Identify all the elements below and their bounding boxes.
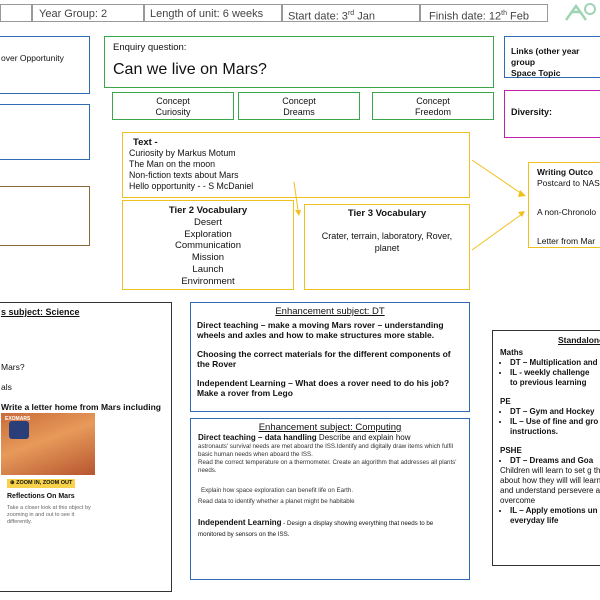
computing-subject-box: Enhancement subject: Computing Direct te… — [190, 418, 470, 580]
start-date: Start date: 3rd Jan — [282, 4, 420, 23]
standalone-title: Standalone — [558, 335, 600, 345]
exomars-badge-icon — [9, 421, 29, 439]
reflections-on-mars-card[interactable]: EXOMARS ⊕ ZOOM IN, ZOOM OUT Reflections … — [1, 413, 95, 545]
science-title: s subject: Science — [1, 307, 80, 317]
text-box: Text - Curiosity by Markus Motum The Man… — [122, 132, 470, 198]
dt-subject-box: Enhancement subject: DT Direct teaching … — [190, 302, 470, 412]
tier2-vocabulary-box: Tier 2 Vocabulary Desert Exploration Com… — [122, 200, 294, 290]
enquiry-label: Enquiry question: — [113, 42, 187, 53]
header-cell-blank — [0, 4, 32, 22]
left-box-3 — [0, 186, 90, 246]
left-box-2 — [0, 104, 90, 160]
exomars-badge-label: EXOMARS — [5, 416, 31, 422]
card-title: Reflections On Mars — [7, 493, 75, 500]
unit-length: Length of unit: 6 weeks — [144, 4, 282, 22]
writing-outcomes-box: Writing Outco Postcard to NAS A non-Chro… — [528, 162, 600, 248]
text-title: Text - — [133, 137, 158, 148]
mars-image: EXOMARS — [1, 413, 95, 475]
science-subject-box: s subject: Science Mars? als Write a let… — [0, 302, 172, 592]
zoom-badge: ⊕ ZOOM IN, ZOOM OUT — [7, 479, 76, 488]
rover-opportunity-box: over Opportunity — [0, 36, 90, 94]
standalone-box: Standalone Maths DT – Multiplication and… — [492, 330, 600, 566]
diversity-box: Diversity: — [504, 90, 600, 138]
tier3-vocabulary-box: Tier 3 Vocabulary Crater, terrain, labor… — [304, 204, 470, 290]
school-logo-icon — [562, 0, 598, 26]
dt-title: Enhancement subject: DT — [275, 306, 385, 317]
enquiry-question: Can we live on Mars? — [113, 61, 267, 78]
finish-date: Finish date: 12th Feb — [420, 4, 548, 23]
zoom-icon: ⊕ — [10, 480, 17, 486]
enquiry-box: Enquiry question: Can we live on Mars? — [104, 36, 494, 88]
computing-title: Enhancement subject: Computing — [258, 422, 402, 433]
year-group: Year Group: 2 — [32, 4, 144, 22]
card-description: Take a closer look at this object by zoo… — [7, 505, 91, 525]
